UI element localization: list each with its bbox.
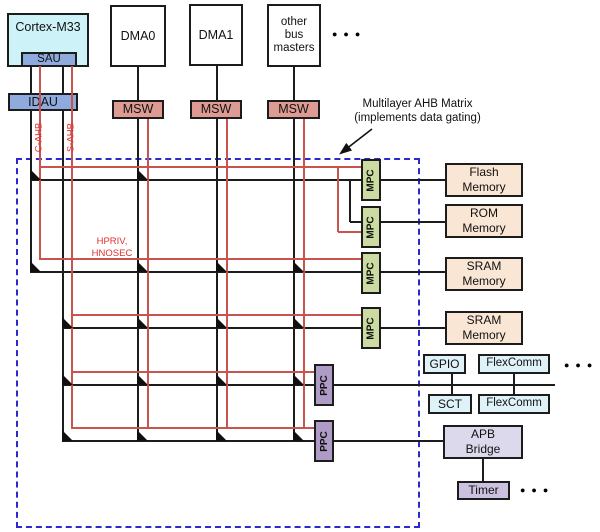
apb-line1: APB [470, 427, 495, 441]
other-masters-line2: bus [284, 29, 304, 41]
mpc-box-sram2: MPC [361, 307, 381, 349]
msw-label: MSW [278, 102, 309, 116]
gpio-box: GPIO [423, 354, 466, 374]
flash-memory-box: Flash Memory [445, 163, 523, 197]
sram-memory-box-2: SRAM Memory [445, 311, 523, 345]
sau-box: SAU [21, 52, 77, 67]
ahb-matrix-boundary [16, 158, 420, 528]
msw-box-other: MSW [267, 100, 320, 119]
connection-triangle [293, 261, 304, 272]
flash-line1: Flash [469, 165, 499, 179]
mpc-box-flash: MPC [361, 159, 381, 201]
label-s-ahb: S-AHB [65, 122, 77, 153]
apb-bridge-box: APB Bridge [443, 425, 523, 459]
connection-triangle [216, 317, 227, 328]
msw-label: MSW [122, 102, 154, 116]
connection-triangle [216, 374, 227, 385]
sram-memory-box-1: SRAM Memory [445, 257, 523, 291]
hpriv-line2: HNOSEC [91, 247, 133, 259]
connection-triangle [216, 430, 227, 441]
sram1-line2: Memory [462, 274, 506, 288]
idau-box: IDAU [8, 93, 78, 111]
connection-triangle [293, 430, 304, 441]
ellipsis-timers-icon: ●●● [520, 485, 555, 495]
dma0-box: DMA0 [110, 5, 166, 67]
flexcomm1-label: FlexComm [486, 357, 542, 370]
ellipsis-masters-icon: ●●● [332, 29, 367, 39]
matrix-title: Multilayer AHB Matrix (implements data g… [345, 98, 490, 125]
label-hpriv-hnosec: HPRIV, HNOSEC [88, 236, 136, 259]
matrix-title-line2: (implements data gating) [354, 111, 481, 124]
flash-line2: Memory [462, 180, 506, 194]
rom-line1: ROM [470, 206, 498, 220]
connection-triangle [137, 374, 148, 385]
matrix-title-line1: Multilayer AHB Matrix [362, 98, 473, 110]
flexcomm2-label: FlexComm [486, 397, 542, 410]
rom-line2: Memory [462, 221, 506, 235]
other-masters-line3: masters [273, 42, 315, 54]
flexcomm-box-1: FlexComm [478, 354, 550, 374]
sct-box: SCT [428, 394, 472, 414]
sram2-line1: SRAM [466, 313, 502, 327]
dma1-label: DMA1 [198, 27, 234, 42]
mpc-label: MPC [365, 168, 377, 192]
connection-triangle [137, 261, 148, 272]
connection-triangle [62, 374, 73, 385]
timer-label: Timer [468, 483, 499, 498]
mpc-label: MPC [365, 261, 377, 285]
label-c-ahb: C-AHB [33, 122, 45, 153]
mpc-label: MPC [365, 215, 377, 239]
other-masters-line1: other [280, 16, 308, 28]
connection-triangle [293, 317, 304, 328]
dma0-label: DMA0 [120, 28, 156, 43]
connection-triangle [293, 374, 304, 385]
msw-box-dma1: MSW [190, 100, 242, 119]
ppc-label: PPC [318, 374, 330, 396]
ellipsis-peripherals-icon: ●●● [564, 360, 599, 370]
connection-triangle [30, 169, 41, 180]
mpc-box-sram1: MPC [361, 252, 381, 294]
msw-label: MSW [200, 102, 232, 116]
gpio-label: GPIO [429, 356, 460, 371]
connection-triangle [30, 261, 41, 272]
ppc-box-peripherals: PPC [314, 364, 334, 406]
connection-triangle [216, 261, 227, 272]
dma1-box: DMA1 [189, 4, 243, 66]
idau-label: IDAU [28, 94, 58, 109]
connection-triangle [62, 430, 73, 441]
sau-label: SAU [37, 52, 61, 65]
sct-label: SCT [438, 396, 462, 411]
connection-triangle [137, 169, 148, 180]
connection-triangle [62, 317, 73, 328]
mpc-label: MPC [365, 316, 377, 340]
connection-triangle [137, 430, 148, 441]
apb-line2: Bridge [465, 442, 501, 456]
connection-triangle [137, 317, 148, 328]
hpriv-line1: HPRIV, [96, 236, 128, 247]
msw-box-dma0: MSW [112, 100, 164, 119]
ppc-label: PPC [318, 430, 330, 452]
ppc-box-apb: PPC [314, 420, 334, 462]
rom-memory-box: ROM Memory [445, 204, 523, 238]
cortex-m33-label: Cortex-M33 [15, 20, 81, 34]
mpc-box-rom: MPC [361, 206, 381, 248]
other-bus-masters-box: other bus masters [267, 4, 321, 67]
timer-box: Timer [457, 481, 510, 500]
sram1-line1: SRAM [466, 259, 502, 273]
sram2-line2: Memory [462, 328, 506, 342]
flexcomm-box-2: FlexComm [478, 394, 550, 414]
